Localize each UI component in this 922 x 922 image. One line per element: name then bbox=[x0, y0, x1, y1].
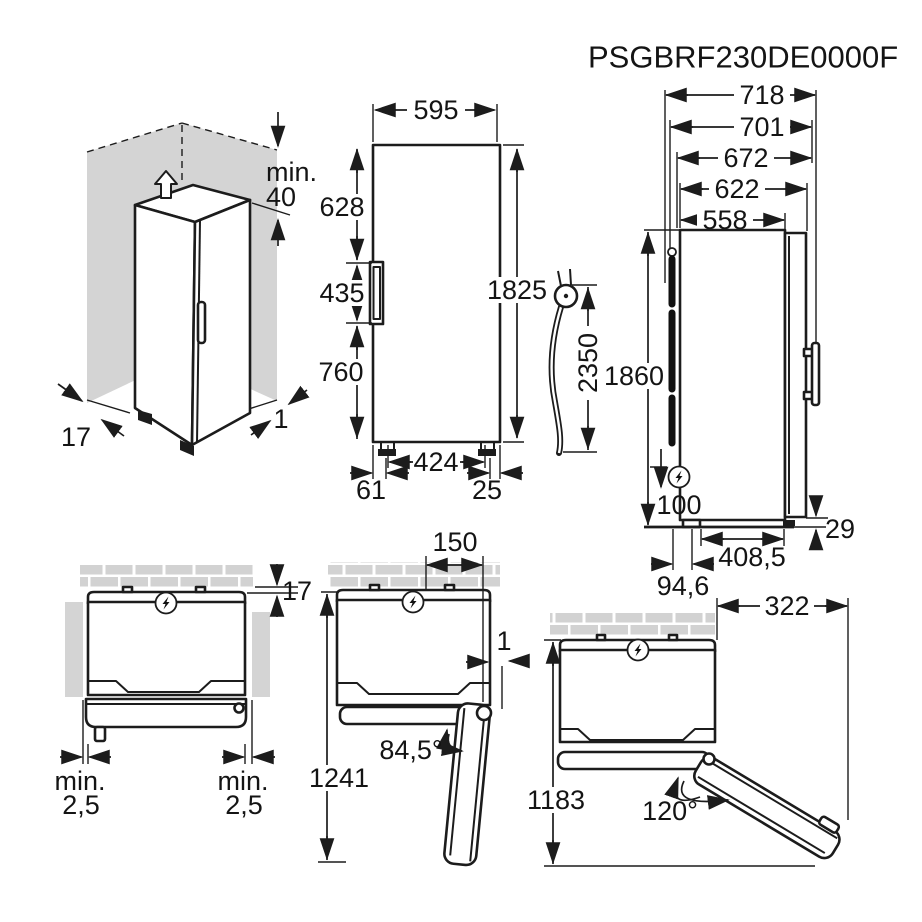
electrical-connection-icon bbox=[626, 638, 650, 662]
dim-672: 672 bbox=[723, 143, 768, 173]
dim-bottom-section: 760 bbox=[318, 357, 363, 387]
dim-hinge-offset: 150 bbox=[432, 527, 477, 557]
electrical-connection-icon bbox=[154, 591, 178, 615]
wall-bricks bbox=[550, 613, 715, 637]
electrical-connection-icon bbox=[401, 590, 425, 614]
dim-min-left-value: 2,5 bbox=[62, 790, 100, 820]
dim-top-section: 628 bbox=[319, 192, 364, 222]
dim-right-foot: 25 bbox=[472, 475, 502, 505]
dim-rear-offset: 94,6 bbox=[657, 571, 710, 601]
door-hinge bbox=[475, 704, 493, 722]
hinge-pin bbox=[93, 725, 107, 743]
dim-718: 718 bbox=[739, 80, 784, 110]
right-side-wall bbox=[252, 612, 270, 697]
dim-min-right-label: min. bbox=[217, 766, 268, 796]
door-hinge bbox=[702, 752, 716, 766]
foot bbox=[138, 410, 152, 425]
power-cord: 2350 bbox=[548, 268, 603, 456]
fridge-top-body bbox=[558, 648, 717, 744]
door-handle bbox=[196, 300, 207, 345]
side-handle bbox=[810, 341, 821, 407]
dim-angle-120: 120° bbox=[642, 796, 698, 826]
view-3d-corner: min. 40 17 1 bbox=[57, 112, 317, 456]
dim-handle-section: 435 bbox=[319, 278, 364, 308]
fridge-front bbox=[371, 143, 502, 444]
dim-622: 622 bbox=[714, 174, 759, 204]
dim-left-foot: 61 bbox=[356, 475, 386, 505]
foot bbox=[378, 449, 396, 456]
dim-corner-offset: 322 bbox=[764, 591, 809, 621]
fridge-side-door bbox=[783, 231, 808, 519]
wall-bricks bbox=[80, 563, 253, 587]
door-open-120 bbox=[693, 756, 841, 860]
dim-side-clearance: 1 bbox=[496, 626, 511, 656]
front-handle bbox=[368, 260, 385, 326]
model-number: PSGBRF230DE0000F bbox=[588, 40, 898, 75]
dim-swing-depth-120: 1183 bbox=[527, 785, 585, 815]
view-top-120: 322 1183 120° bbox=[525, 591, 849, 867]
view-top-845: 150 1 1241 84,5° bbox=[309, 527, 530, 867]
dim-door-bottom-gap: 29 bbox=[825, 514, 855, 544]
dim-socket-height: 100 bbox=[656, 490, 701, 520]
view-front: 595 1825 628 435 760 424 61 bbox=[318, 95, 548, 505]
view-side: 718 701 672 622 558 bbox=[603, 80, 855, 601]
dim-rear-gap: 1 bbox=[273, 404, 288, 434]
electrical-connection-icon bbox=[667, 465, 691, 489]
dim-swing-depth: 1241 bbox=[309, 763, 369, 793]
fridge-top-body bbox=[335, 598, 492, 707]
dim-min-value: 40 bbox=[266, 182, 296, 212]
foot bbox=[180, 440, 194, 456]
view-top-closed: 17 min. 2,5 min. 2,5 bbox=[54, 563, 312, 820]
dim-feet-span: 424 bbox=[413, 447, 458, 477]
dim-side-gap: 17 bbox=[61, 422, 91, 452]
dim-width: 595 bbox=[413, 95, 458, 125]
foot bbox=[478, 449, 496, 456]
dim-height: 1825 bbox=[487, 275, 547, 305]
dim-min-left-label: min. bbox=[54, 766, 105, 796]
dim-701: 701 bbox=[739, 112, 784, 142]
dim-min-right-value: 2,5 bbox=[225, 790, 263, 820]
fridge-left-face bbox=[133, 203, 197, 447]
door-closed bbox=[84, 697, 248, 729]
up-arrow-icon bbox=[154, 170, 178, 199]
fridge-side-body bbox=[678, 228, 787, 522]
door-open-845 bbox=[443, 702, 492, 867]
dim-base-depth: 408,5 bbox=[718, 542, 786, 572]
dim-min-label: min. bbox=[266, 157, 317, 187]
dim-wall-gap: 17 bbox=[282, 576, 312, 606]
dim-angle-845: 84,5° bbox=[379, 735, 442, 765]
dim-side-height: 1860 bbox=[604, 361, 664, 391]
fridge-door-face bbox=[190, 198, 252, 447]
base-plinth bbox=[556, 750, 711, 771]
dim-cord-length: 2350 bbox=[573, 333, 603, 393]
left-side-wall bbox=[65, 602, 83, 697]
